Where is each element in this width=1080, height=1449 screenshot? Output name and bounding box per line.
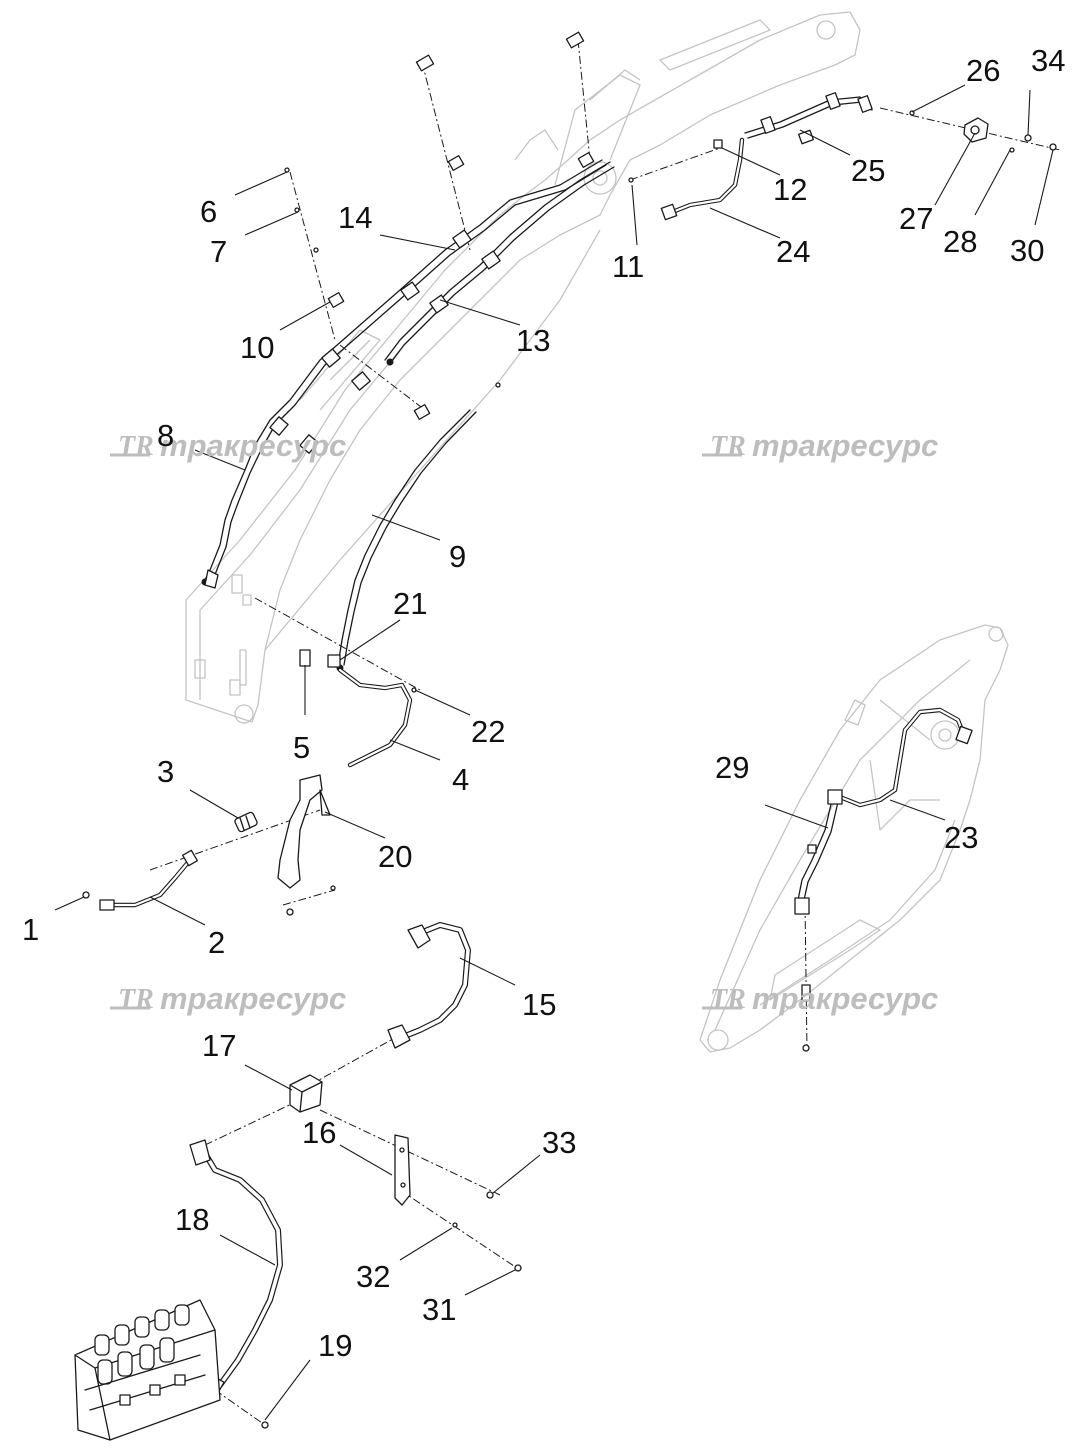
assembly-dash-lines [149, 39, 1061, 1426]
callout-29: 29 [715, 750, 749, 785]
arm-outline [699, 624, 1009, 1053]
watermark-text: тракресурс [160, 428, 346, 463]
callout-11: 11 [612, 249, 644, 284]
callout-21: 21 [393, 586, 427, 621]
callout-23: 23 [944, 820, 978, 855]
callout-32: 32 [356, 1259, 390, 1294]
callout-19: 19 [318, 1328, 352, 1363]
callout-8: 8 [157, 418, 174, 453]
watermark-bottom-right: TR тракресурс [702, 981, 938, 1016]
hose-2 [82, 849, 198, 911]
bracket-20 [277, 774, 336, 916]
callout-28: 28 [943, 224, 977, 259]
callout-2: 2 [208, 925, 225, 960]
boom-tube-14 [204, 159, 607, 586]
callout-14: 14 [338, 200, 372, 235]
boom-tube-9 [337, 409, 477, 666]
callout-10: 10 [240, 330, 274, 365]
tube-29 [794, 789, 843, 1052]
watermark-logo: TR [118, 984, 154, 1015]
boom-outline [185, 11, 861, 724]
watermark-bottom-left: TR тракресурс [110, 981, 346, 1016]
callout-4: 4 [452, 762, 469, 797]
bracket-16 [261, 1134, 522, 1429]
callout-9: 9 [449, 539, 466, 574]
watermark-text: тракресурс [752, 428, 938, 463]
hose-4 [299, 649, 417, 768]
callout-27: 27 [899, 201, 933, 236]
callout-33: 33 [542, 1125, 576, 1160]
watermark-logo: TR [118, 431, 154, 462]
control-valve [74, 1299, 221, 1441]
watermark-logo: TR [710, 984, 746, 1015]
callout-6: 6 [200, 194, 217, 229]
valve-spools [94, 1304, 190, 1385]
callout-13: 13 [516, 323, 550, 358]
callout-labels: 1 2 3 4 5 6 7 8 9 10 11 12 13 14 15 16 1… [22, 43, 1065, 1363]
hose-15 [387, 922, 471, 1049]
callout-31: 31 [422, 1292, 456, 1327]
block-17 [289, 1074, 323, 1113]
callout-24: 24 [776, 234, 810, 269]
callout-15: 15 [522, 987, 556, 1022]
callout-1: 1 [22, 912, 39, 947]
callout-18: 18 [175, 1202, 209, 1237]
callout-17: 17 [202, 1028, 236, 1063]
hose-23 [832, 707, 973, 808]
watermark-top-left: TR тракресурс [110, 428, 346, 463]
boom-tube-13 [384, 161, 615, 366]
fittings-top-right [628, 110, 1057, 183]
callout-16: 16 [302, 1115, 336, 1150]
callout-20: 20 [378, 839, 412, 874]
watermark-text: тракресурс [752, 981, 938, 1016]
callout-34: 34 [1031, 43, 1065, 78]
callout-22: 22 [471, 714, 505, 749]
callout-26: 26 [966, 53, 1000, 88]
callout-12: 12 [773, 172, 807, 207]
watermark-logo: TR [710, 431, 746, 462]
leader-lines [54, 84, 1054, 1421]
tube-25 [744, 92, 873, 145]
callout-25: 25 [851, 153, 885, 188]
callout-3: 3 [157, 754, 174, 789]
watermark-text: тракресурс [160, 981, 346, 1016]
callout-5: 5 [293, 730, 310, 765]
callout-30: 30 [1010, 233, 1044, 268]
fitting-3 [234, 811, 258, 833]
watermark-top-right: TR тракресурс [702, 428, 938, 463]
callout-7: 7 [210, 234, 227, 269]
